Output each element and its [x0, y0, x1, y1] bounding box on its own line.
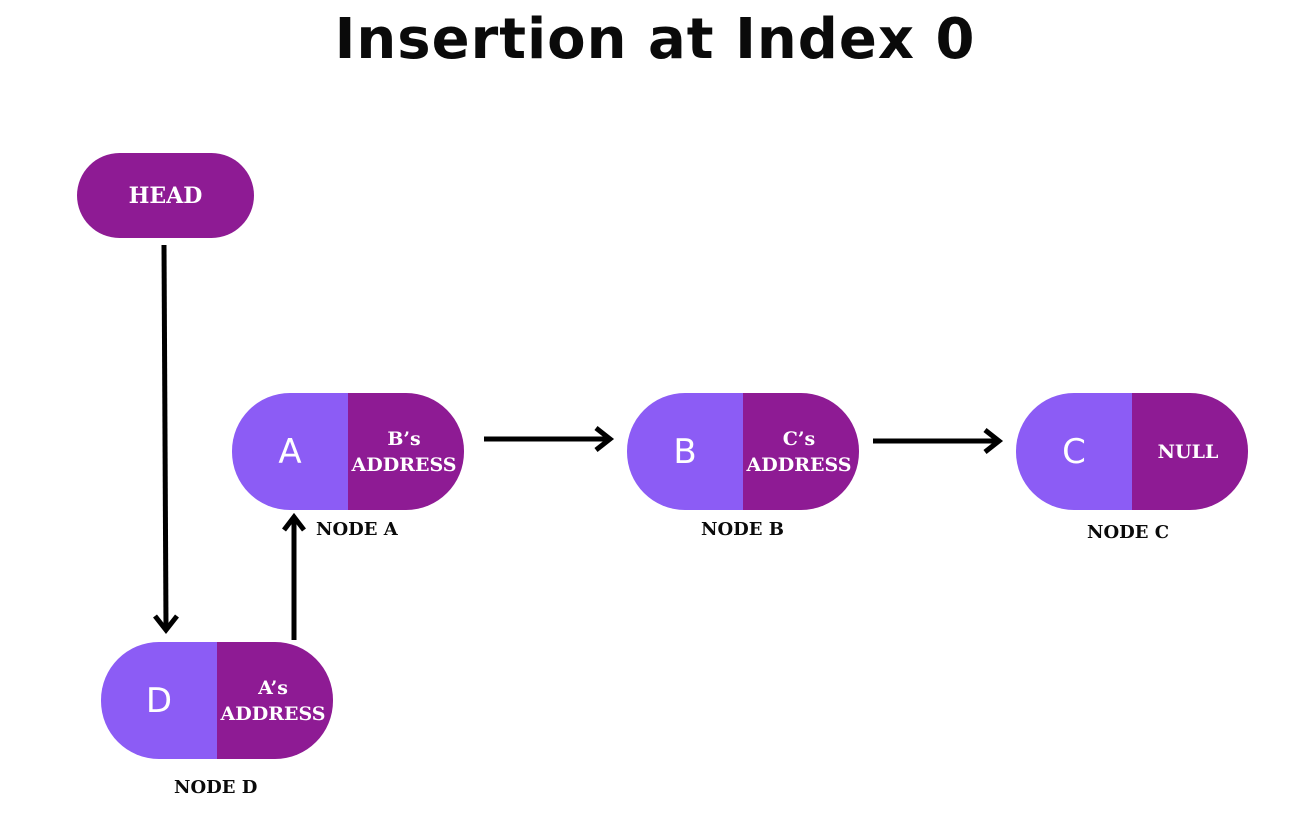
- node-a-value: A: [232, 393, 348, 510]
- node-a-pointer: B’s ADDRESS: [348, 393, 464, 510]
- head-pointer: HEAD: [77, 153, 254, 238]
- node-a-label: NODE A: [316, 519, 398, 540]
- diagram-title: Insertion at Index 0: [334, 7, 976, 72]
- node-d-pointer-line1: A’s: [258, 676, 288, 699]
- arrow-node-d-to-node-a: [282, 512, 306, 640]
- node-b-value: B: [627, 393, 743, 510]
- arrow-node-b-to-node-c: [873, 428, 1004, 454]
- node-b-label: NODE B: [701, 519, 784, 540]
- node-c-label: NODE C: [1087, 522, 1170, 543]
- head-label: HEAD: [128, 182, 203, 209]
- node-a-pointer-line1: B’s: [387, 427, 421, 450]
- node-b-pointer-line2: ADDRESS: [746, 453, 852, 476]
- node-c-pointer: NULL: [1132, 393, 1248, 510]
- node-d-pointer: A’s ADDRESS: [217, 642, 333, 759]
- node-c-value: C: [1016, 393, 1132, 510]
- node-d-pointer-line2: ADDRESS: [220, 702, 326, 725]
- node-c-pointer-line1: NULL: [1157, 440, 1219, 463]
- node-b: B C’s ADDRESS: [627, 393, 859, 510]
- node-a-pointer-line2: ADDRESS: [351, 453, 457, 476]
- node-a: A B’s ADDRESS: [232, 393, 464, 510]
- node-d-value: D: [101, 642, 217, 759]
- node-b-pointer: C’s ADDRESS: [743, 393, 859, 510]
- arrow-node-a-to-node-b: [484, 426, 615, 452]
- arrow-head-to-node-d: [153, 244, 179, 635]
- node-c: C NULL: [1016, 393, 1248, 510]
- node-d-label: NODE D: [174, 777, 258, 798]
- node-b-pointer-line1: C’s: [782, 427, 816, 450]
- node-d: D A’s ADDRESS: [101, 642, 333, 759]
